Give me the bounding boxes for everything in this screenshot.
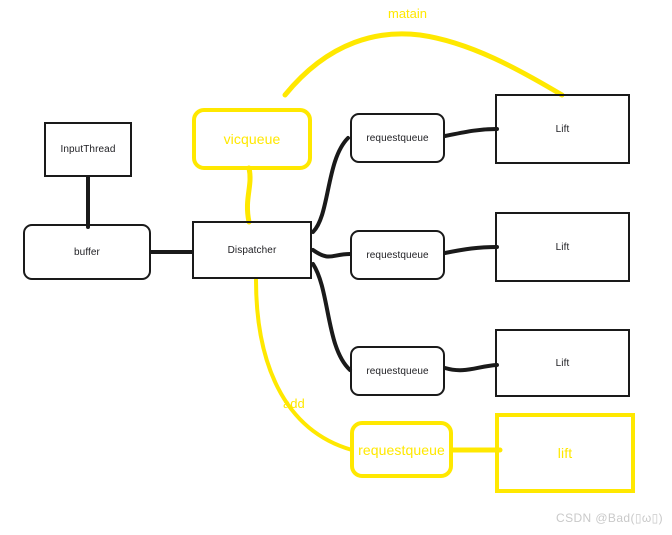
node-lift-2-label: Lift (555, 241, 570, 253)
node-dispatcher[interactable]: Dispatcher (192, 221, 312, 279)
node-requestqueue-1-label: requestqueue (366, 132, 429, 144)
edge-requestqueue-2-to-lift-2 (443, 245, 499, 255)
edge-dispatcher-to-requestqueue-2 (311, 248, 352, 259)
node-vicqueue-label: vicqueue (223, 131, 281, 147)
node-requestqueue-1[interactable]: requestqueue (350, 113, 445, 163)
node-lift-1-label: Lift (555, 123, 570, 135)
edge-dispatcher-to-requestqueue-4-add (254, 278, 354, 452)
edge-vicqueue-to-dispatcher (244, 165, 253, 225)
node-requestqueue-3-label: requestqueue (366, 365, 429, 377)
node-requestqueue-4-label: requestqueue (358, 441, 445, 458)
node-input-thread-label: InputThread (60, 144, 116, 155)
edge-vicqueue-to-lift-1-matain (282, 31, 565, 98)
node-requestqueue-2[interactable]: requestqueue (350, 230, 445, 280)
node-buffer-label: buffer (74, 246, 100, 258)
node-lift-2[interactable]: Lift (495, 212, 630, 282)
node-requestqueue-2-label: requestqueue (366, 249, 429, 261)
node-requestqueue-3[interactable]: requestqueue (350, 346, 445, 396)
edge-requestqueue-1-to-lift-1 (443, 127, 499, 138)
csdn-watermark: CSDN @Bad(▯ω▯) (556, 511, 664, 525)
edge-dispatcher-to-requestqueue-3 (311, 262, 352, 372)
node-lift-1[interactable]: Lift (495, 94, 630, 164)
node-lift-4-label: lift (557, 445, 573, 461)
edge-requestqueue-3-to-lift-3 (443, 363, 499, 373)
node-dispatcher-label: Dispatcher (227, 244, 277, 256)
node-lift-3[interactable]: Lift (495, 329, 630, 397)
node-input-thread[interactable]: InputThread (44, 122, 132, 177)
node-lift-4[interactable]: lift (495, 413, 635, 493)
edge-label-add: add (283, 396, 305, 411)
node-lift-3-label: Lift (555, 357, 570, 369)
edge-dispatcher-to-requestqueue-1 (311, 136, 350, 234)
node-requestqueue-4[interactable]: requestqueue (350, 421, 453, 478)
node-vicqueue[interactable]: vicqueue (192, 108, 312, 170)
edge-label-matain: matain (388, 6, 428, 21)
node-buffer[interactable]: buffer (23, 224, 151, 280)
